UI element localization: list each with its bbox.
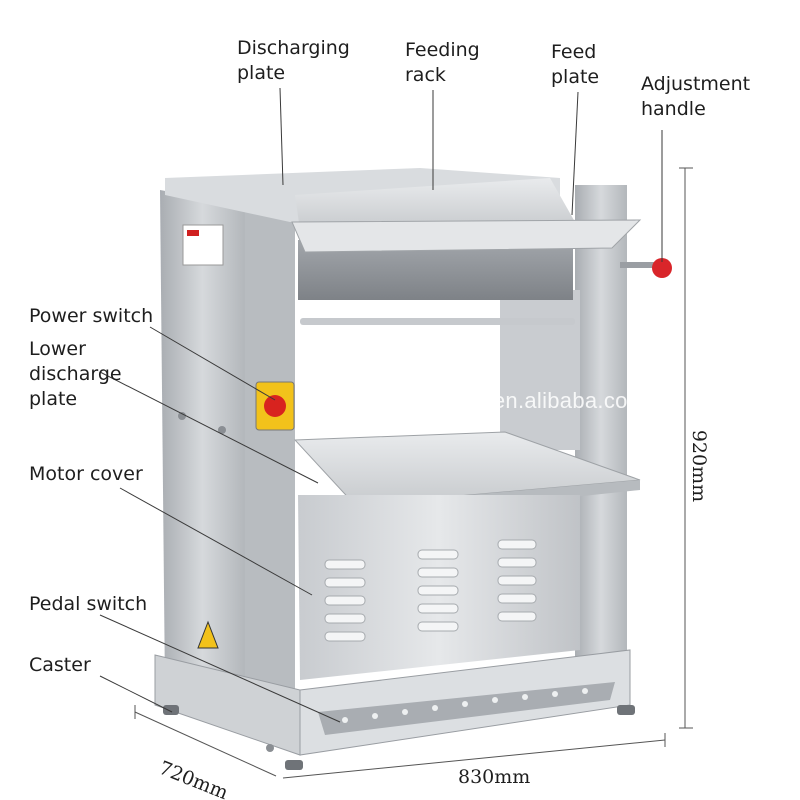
rear-right-column xyxy=(500,185,627,700)
watermark: newpower.en.alibaba.com xyxy=(385,388,647,413)
leader-pedal-switch xyxy=(99,614,341,723)
label-power-switch: Power switch xyxy=(29,305,154,327)
base-frame-graphic xyxy=(154,649,631,756)
caster-graphics xyxy=(163,705,635,770)
label-caster: Caster xyxy=(29,654,91,676)
label-motor-cover: Motor cover xyxy=(29,463,143,485)
width-dimension-line xyxy=(282,739,666,779)
leader-caster xyxy=(99,675,173,713)
label-adjustment-handle: Adjustment handle xyxy=(641,73,751,120)
dimension-width: 830mm xyxy=(458,766,531,788)
label-pedal-switch: Pedal switch xyxy=(29,593,148,615)
leader-lower-discharge-plate xyxy=(99,371,319,484)
label-lower-discharge-plate: Lower discharge plate xyxy=(29,338,122,410)
power-switch-graphic xyxy=(255,381,295,431)
leader-lines xyxy=(99,87,663,723)
motor-cover-graphic xyxy=(298,495,580,680)
dimension-height: 920mm xyxy=(688,429,711,503)
top-assembly xyxy=(165,168,642,325)
dimension-lines xyxy=(134,167,693,779)
label-discharging-plate: Discharging plate xyxy=(237,37,350,84)
label-feed-plate: Feed plate xyxy=(551,41,600,88)
adjustment-handle-graphic xyxy=(620,258,672,278)
label-feeding-rack: Feeding rack xyxy=(405,39,480,86)
leader-motor-cover xyxy=(119,487,313,596)
depth-dimension-line xyxy=(134,711,277,777)
left-side-panel xyxy=(160,190,295,705)
leader-power-switch xyxy=(149,326,276,401)
leader-discharging-plate xyxy=(279,87,284,186)
leader-feed-plate xyxy=(571,91,579,216)
